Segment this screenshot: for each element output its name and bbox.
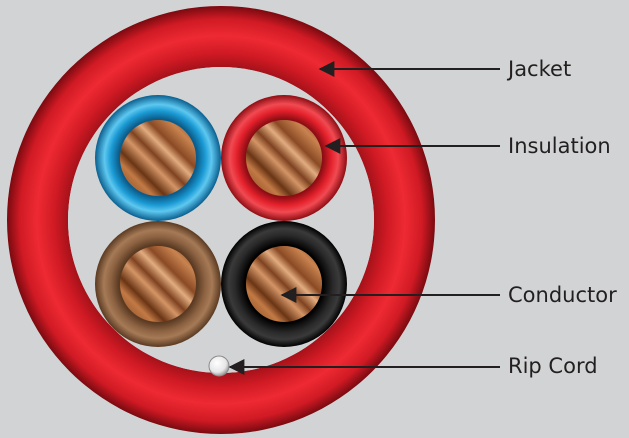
- conductor-red-wire: [246, 120, 322, 196]
- wire-blue: [95, 95, 221, 221]
- label-rip-cord: Rip Cord: [508, 354, 598, 378]
- label-conductor: Conductor: [508, 283, 617, 307]
- rip-cord: [209, 356, 229, 376]
- label-jacket: Jacket: [508, 57, 571, 81]
- conductor-brown-wire: [120, 246, 196, 322]
- conductor-blue-wire: [120, 120, 196, 196]
- wire-black: [221, 221, 347, 347]
- wire-brown: [95, 221, 221, 347]
- conductor-black-wire: [246, 246, 322, 322]
- label-insulation: Insulation: [508, 134, 611, 158]
- wire-red: [221, 95, 347, 221]
